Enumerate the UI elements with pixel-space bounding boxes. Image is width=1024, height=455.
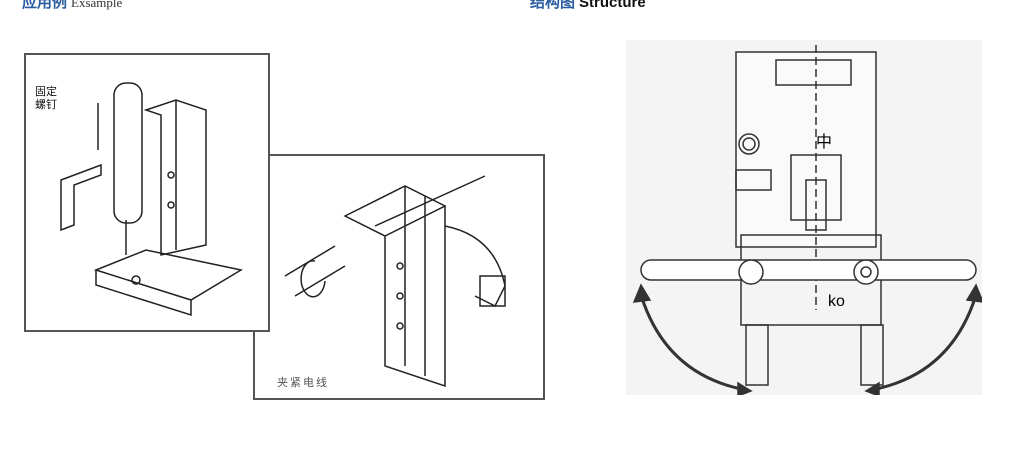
center-label: 中 bbox=[816, 134, 833, 151]
heading-en: Structure bbox=[579, 0, 646, 11]
structure-diagram: 中 ko bbox=[626, 40, 982, 395]
caption-clamp-wire: 夹紧电线 bbox=[277, 377, 329, 389]
example-wire-clamp-drawing: 夹紧电线 bbox=[253, 154, 545, 400]
wire-clamp-illustration bbox=[284, 175, 506, 388]
label-line: 螺钉 bbox=[35, 99, 57, 111]
bottom-label: ko bbox=[828, 293, 845, 310]
heading-cn: 结构图 bbox=[530, 0, 576, 11]
heading-en: Exsample bbox=[71, 0, 123, 10]
structure-illustration bbox=[632, 45, 982, 395]
label-line: 固定 bbox=[35, 86, 57, 98]
fixing-screw-label: 固定 螺钉 bbox=[35, 86, 57, 112]
fixing-screw-illustration bbox=[60, 82, 244, 317]
example-fixing-screw-drawing: 固定 螺钉 bbox=[24, 53, 270, 332]
heading-cn: 应用例 bbox=[22, 0, 68, 11]
